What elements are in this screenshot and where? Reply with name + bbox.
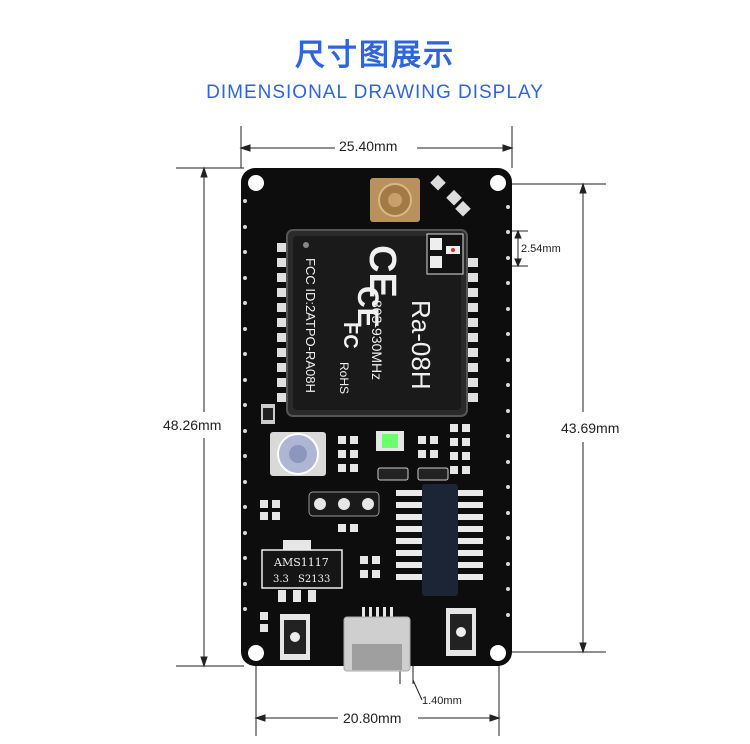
mount-hole-icon (248, 175, 264, 191)
left-pin-row (243, 199, 247, 611)
status-led (376, 431, 404, 451)
antenna-connector (370, 178, 420, 222)
mount-hole-icon (490, 645, 506, 661)
usb-uart-chip (396, 484, 483, 596)
voltage-regulator (261, 540, 343, 602)
reset-button[interactable] (280, 614, 310, 660)
page-subtitle: DIMENSIONAL DRAWING DISPLAY (206, 82, 544, 103)
mount-hole-icon (248, 645, 264, 661)
dimension-lines (176, 126, 606, 736)
right-pin-row (506, 205, 510, 617)
ce-mark-top: CE (361, 245, 403, 298)
pin-header (308, 491, 380, 517)
rgb-led (270, 432, 326, 476)
regulator-code-label: S2133 (298, 574, 330, 585)
boot-button[interactable] (446, 608, 476, 656)
module-pads-right (468, 258, 478, 402)
diode (377, 467, 409, 481)
module-rohs-label: RoHS (337, 362, 351, 394)
dimension-left-height: 48.26mm (163, 417, 222, 433)
mount-hole-icon (490, 175, 506, 191)
dimension-pin-pitch: 2.54mm (521, 243, 561, 255)
fc-mark: FC (339, 322, 361, 349)
dimension-top-width: 25.40mm (339, 138, 398, 154)
dimension-right-height: 43.69mm (561, 420, 620, 436)
pcb-board (241, 168, 512, 672)
board-logo-icon (430, 174, 471, 217)
dimension-bottom-width: 20.80mm (343, 710, 402, 726)
module-frequency-label: 803-930MHz (369, 300, 385, 380)
module-pads-left (277, 243, 287, 402)
module-model-label: Ra-08H (406, 300, 436, 390)
micro-usb-port[interactable] (343, 607, 411, 672)
smd-resistors (260, 424, 470, 632)
diode (417, 467, 449, 481)
module-rf-pads (426, 233, 464, 275)
regulator-voltage-label: 3.3 (273, 574, 289, 585)
regulator-model-label: AMS1117 (273, 556, 329, 569)
module-label-group: Ra-08H 803-930MHz RoHS FCC ID:2ATPO-RA08… (303, 245, 436, 394)
page-title: 尺寸图展示 (295, 38, 455, 73)
module-fcc-label: FCC ID:2ATPO-RA08H (303, 258, 318, 393)
ce-mark-bottom: CE (351, 286, 384, 328)
dimension-usb-offset: 1.40mm (422, 695, 462, 707)
